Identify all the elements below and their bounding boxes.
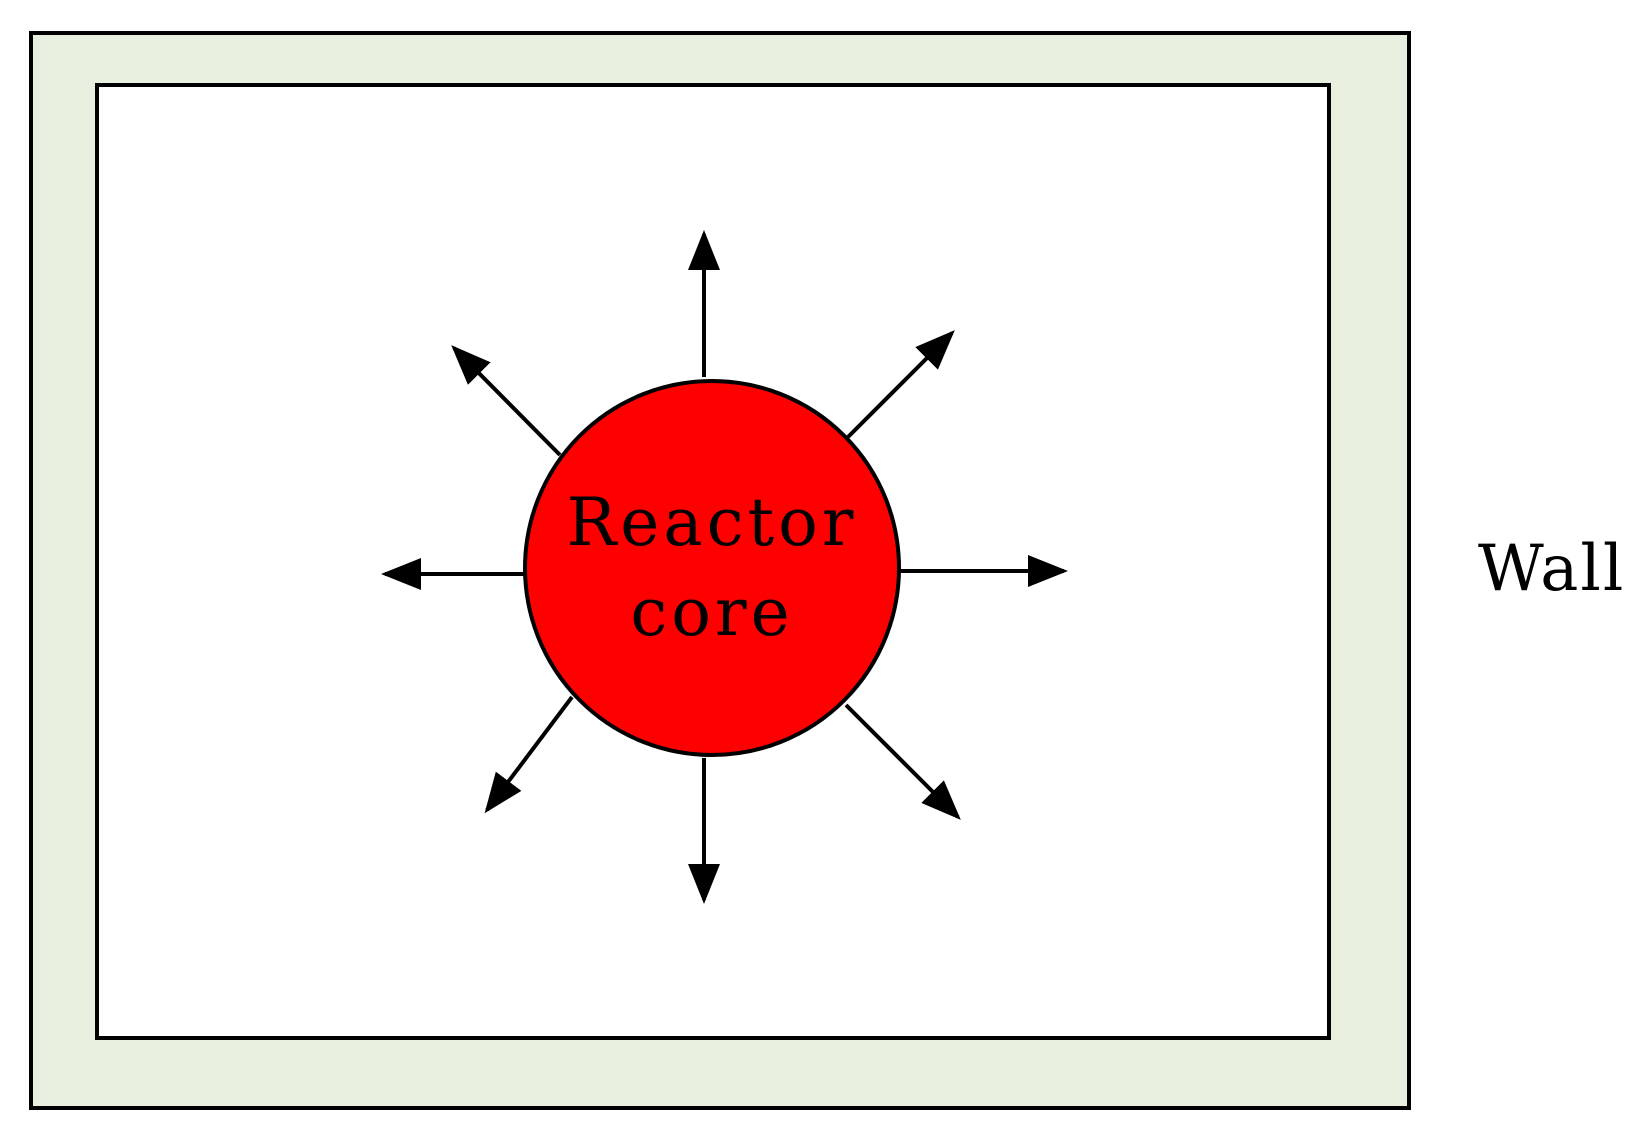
core-label-line2: core: [630, 574, 793, 651]
core-label-line1: Reactor: [567, 484, 858, 561]
arrow-up-right: [846, 330, 955, 439]
arrow-down-left: [484, 695, 574, 814]
arrow-up-left: [451, 345, 562, 457]
arrow-down-right: [844, 703, 961, 820]
reactor-core: [523, 379, 901, 757]
radiation-arrows: [381, 230, 1068, 904]
wall-label: Wall: [1478, 532, 1625, 606]
